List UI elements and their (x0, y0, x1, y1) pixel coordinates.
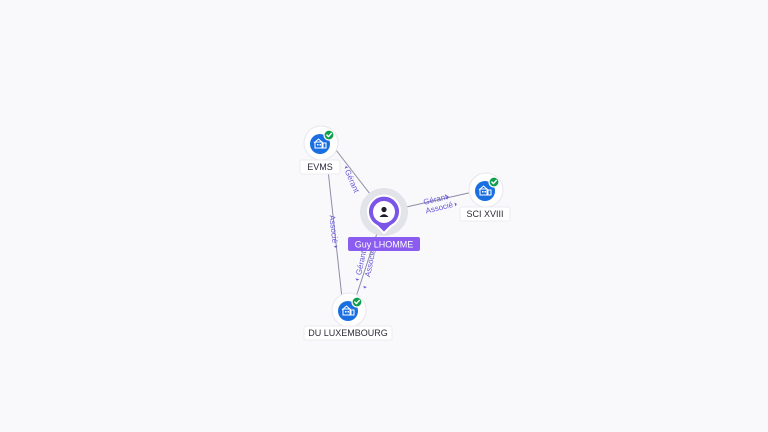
relation-label-person-sci: Gérant Associé (422, 192, 457, 216)
building-icon (478, 185, 492, 196)
arrow-icon (333, 245, 338, 248)
person-name: Guy LHOMME (355, 240, 414, 250)
arrow-icon (344, 166, 349, 169)
person-node[interactable]: Guy LHOMME (348, 188, 420, 251)
relation-role: Gérant (343, 168, 361, 195)
relation-label-person-evms: Gérant (343, 166, 361, 195)
verified-check-icon (351, 296, 363, 308)
arrow-icon (454, 202, 457, 207)
relation-label-evms-dulux: Associé (327, 215, 339, 248)
company-name: SCI XVIII (466, 209, 503, 219)
relation-label-person-dulux: Gérant Associé (354, 248, 378, 289)
arrow-icon (355, 278, 360, 281)
relation-role: Associé (327, 215, 339, 244)
verified-check-icon (488, 176, 500, 188)
building-icon (341, 305, 355, 316)
verified-check-icon (323, 129, 335, 141)
building-icon (313, 138, 327, 149)
edge-evms-dulux[interactable] (327, 169, 343, 299)
company-name: DU LUXEMBOURG (308, 328, 388, 338)
company-node-du-luxembourg[interactable]: DU LUXEMBOURG (303, 292, 393, 341)
company-node-sci-xviii[interactable]: SCI XVIII (459, 172, 511, 222)
person-icon (379, 206, 389, 217)
company-name: EVMS (307, 162, 333, 172)
company-node-evms[interactable]: EVMS (299, 125, 341, 175)
arrow-icon (446, 195, 449, 200)
arrow-icon (362, 286, 367, 289)
